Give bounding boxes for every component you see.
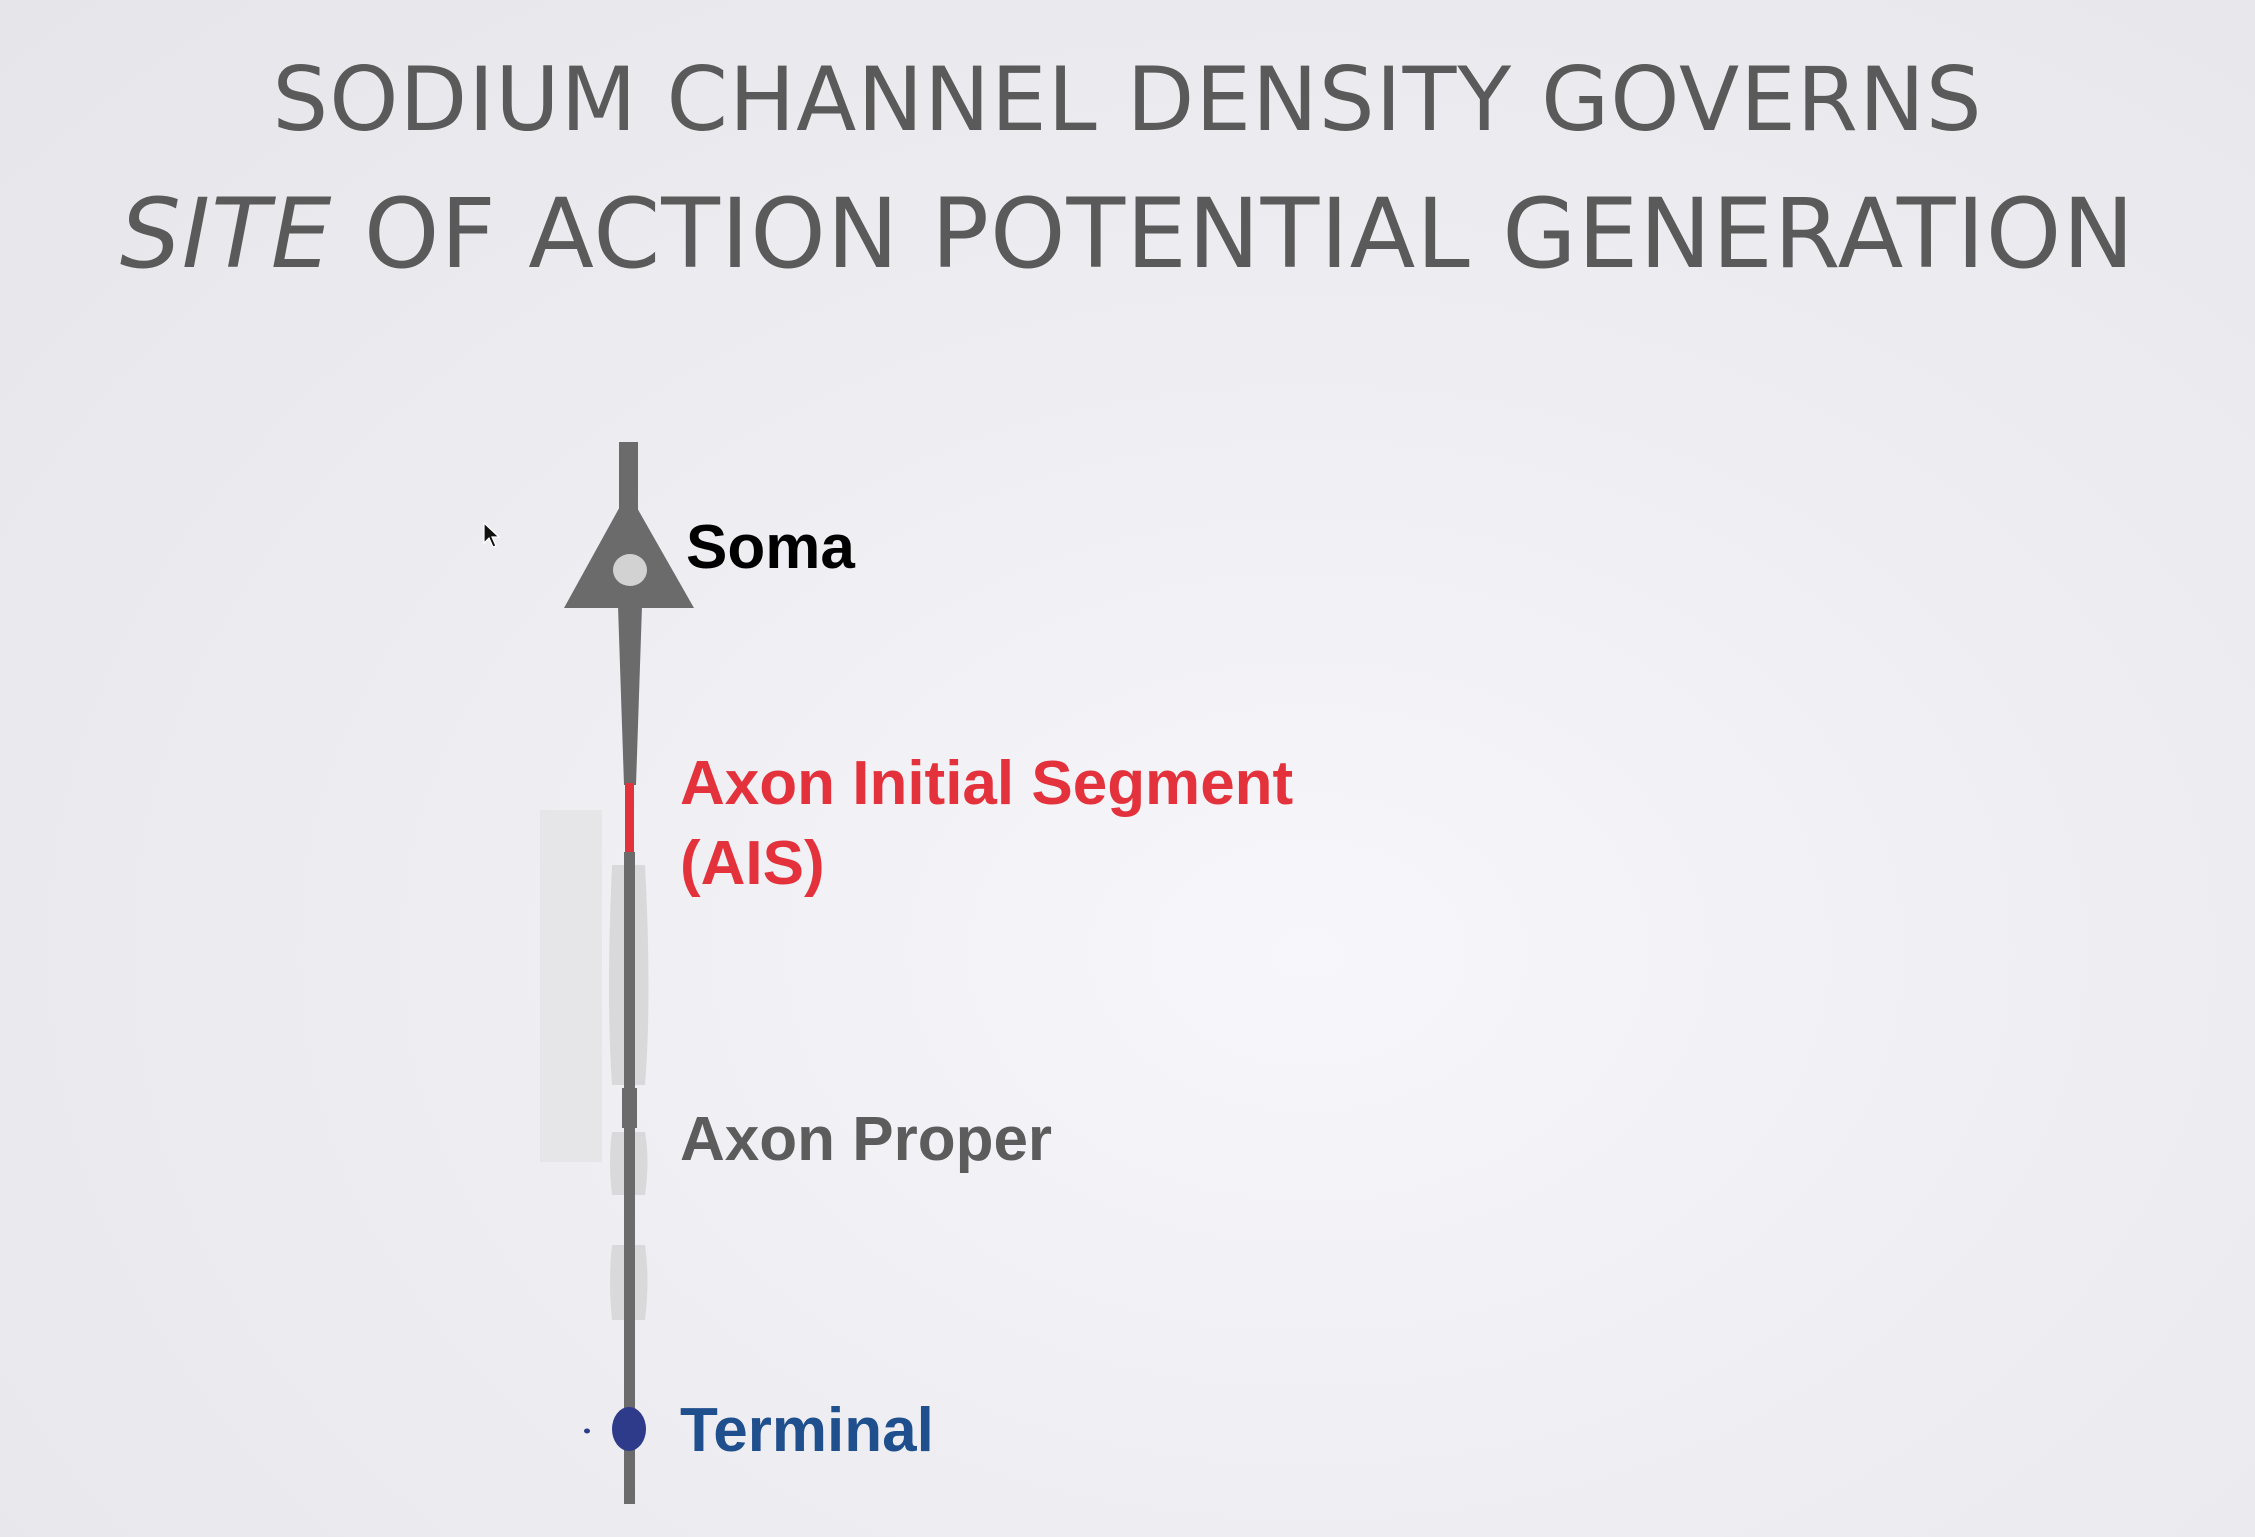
slide-title-line-1: SODIUM CHANNEL DENSITY GOVERNS bbox=[272, 48, 1983, 151]
label-axon-proper: Axon Proper bbox=[680, 1105, 1053, 1174]
label-soma: Soma bbox=[686, 513, 855, 582]
slide-title-line-2: SITE OF ACTION POTENTIAL GENERATION bbox=[0, 178, 2255, 290]
node-of-ranvier-1 bbox=[622, 1088, 637, 1128]
mouse-pointer-icon bbox=[483, 522, 501, 548]
title-emphasis-site: SITE bbox=[119, 178, 333, 290]
axon-hillock bbox=[618, 606, 642, 785]
label-axon-initial-segment: Axon Initial Segment bbox=[680, 749, 1294, 818]
terminal-bouton bbox=[612, 1407, 646, 1451]
apical-dendrite bbox=[619, 442, 638, 512]
label-ais-abbreviation: (AIS) bbox=[680, 829, 825, 898]
label-terminal: Terminal bbox=[680, 1396, 934, 1465]
title-line-2-rest: OF ACTION POTENTIAL GENERATION bbox=[363, 178, 2136, 290]
axon-proper bbox=[624, 852, 635, 1504]
axon-initial-segment bbox=[625, 783, 634, 853]
soma-body bbox=[564, 492, 694, 608]
vesicle-release-dot bbox=[584, 1428, 590, 1434]
soma-nucleus bbox=[613, 554, 647, 586]
myelin-sheath-faint bbox=[540, 810, 602, 1162]
